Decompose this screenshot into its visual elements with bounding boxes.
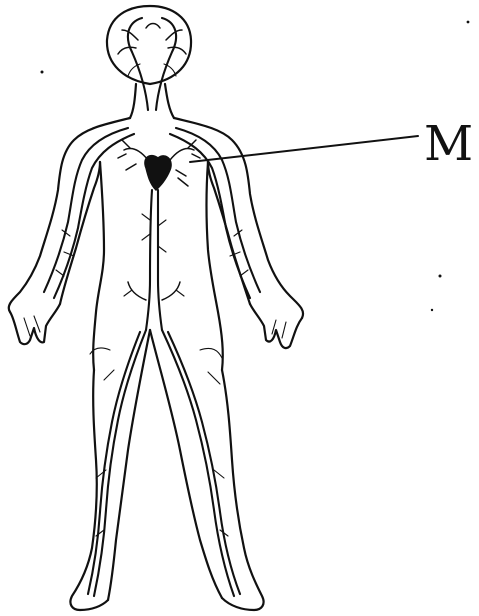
trunk-vessels bbox=[124, 190, 184, 330]
label-m: M bbox=[424, 116, 473, 172]
head-vessels bbox=[118, 18, 186, 110]
body-outline bbox=[9, 6, 303, 610]
label-leader-line bbox=[190, 136, 418, 162]
arm-vessels bbox=[44, 128, 260, 298]
heart bbox=[118, 140, 200, 190]
stray-marks bbox=[41, 21, 470, 312]
leg-vessels bbox=[88, 330, 240, 596]
